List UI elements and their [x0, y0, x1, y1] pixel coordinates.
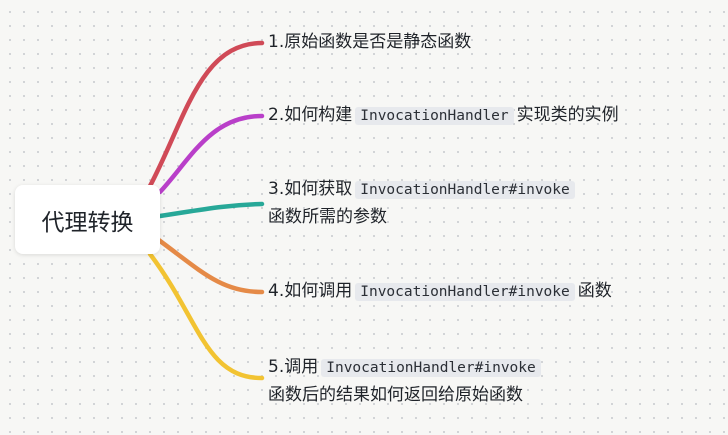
node-5-code: InvocationHandler#invoke — [321, 359, 541, 377]
node-1[interactable]: 1.原始函数是否是静态函数 — [268, 29, 471, 56]
node-3-prefix: 3.如何获取 — [268, 179, 353, 199]
node-2-prefix: 2.如何构建 — [268, 105, 353, 125]
node-4-code: InvocationHandler#invoke — [355, 283, 575, 301]
node-4-prefix: 4.如何调用 — [268, 281, 353, 301]
root-node[interactable]: 代理转换 — [15, 185, 160, 254]
branch-1-connector — [147, 40, 265, 189]
node-5-prefix: 5.调用 — [268, 357, 319, 377]
branch-5-connector — [147, 251, 265, 381]
node-4-suffix: 函数 — [577, 281, 612, 301]
node-5-line2: 函数后的结果如何返回给原始函数 — [268, 385, 523, 405]
root-node-label: 代理转换 — [41, 209, 134, 236]
node-3-line2: 函数所需的参数 — [268, 207, 387, 227]
node-2-code: InvocationHandler — [355, 107, 514, 125]
node-3-code: InvocationHandler#invoke — [355, 181, 575, 199]
node-1-text: 1.原始函数是否是静态函数 — [268, 32, 472, 52]
node-2-suffix: 实现类的实例 — [516, 105, 619, 125]
branch-3-connector — [157, 201, 265, 219]
branch-2-connector — [157, 113, 265, 195]
branch-4-connector — [153, 235, 265, 295]
